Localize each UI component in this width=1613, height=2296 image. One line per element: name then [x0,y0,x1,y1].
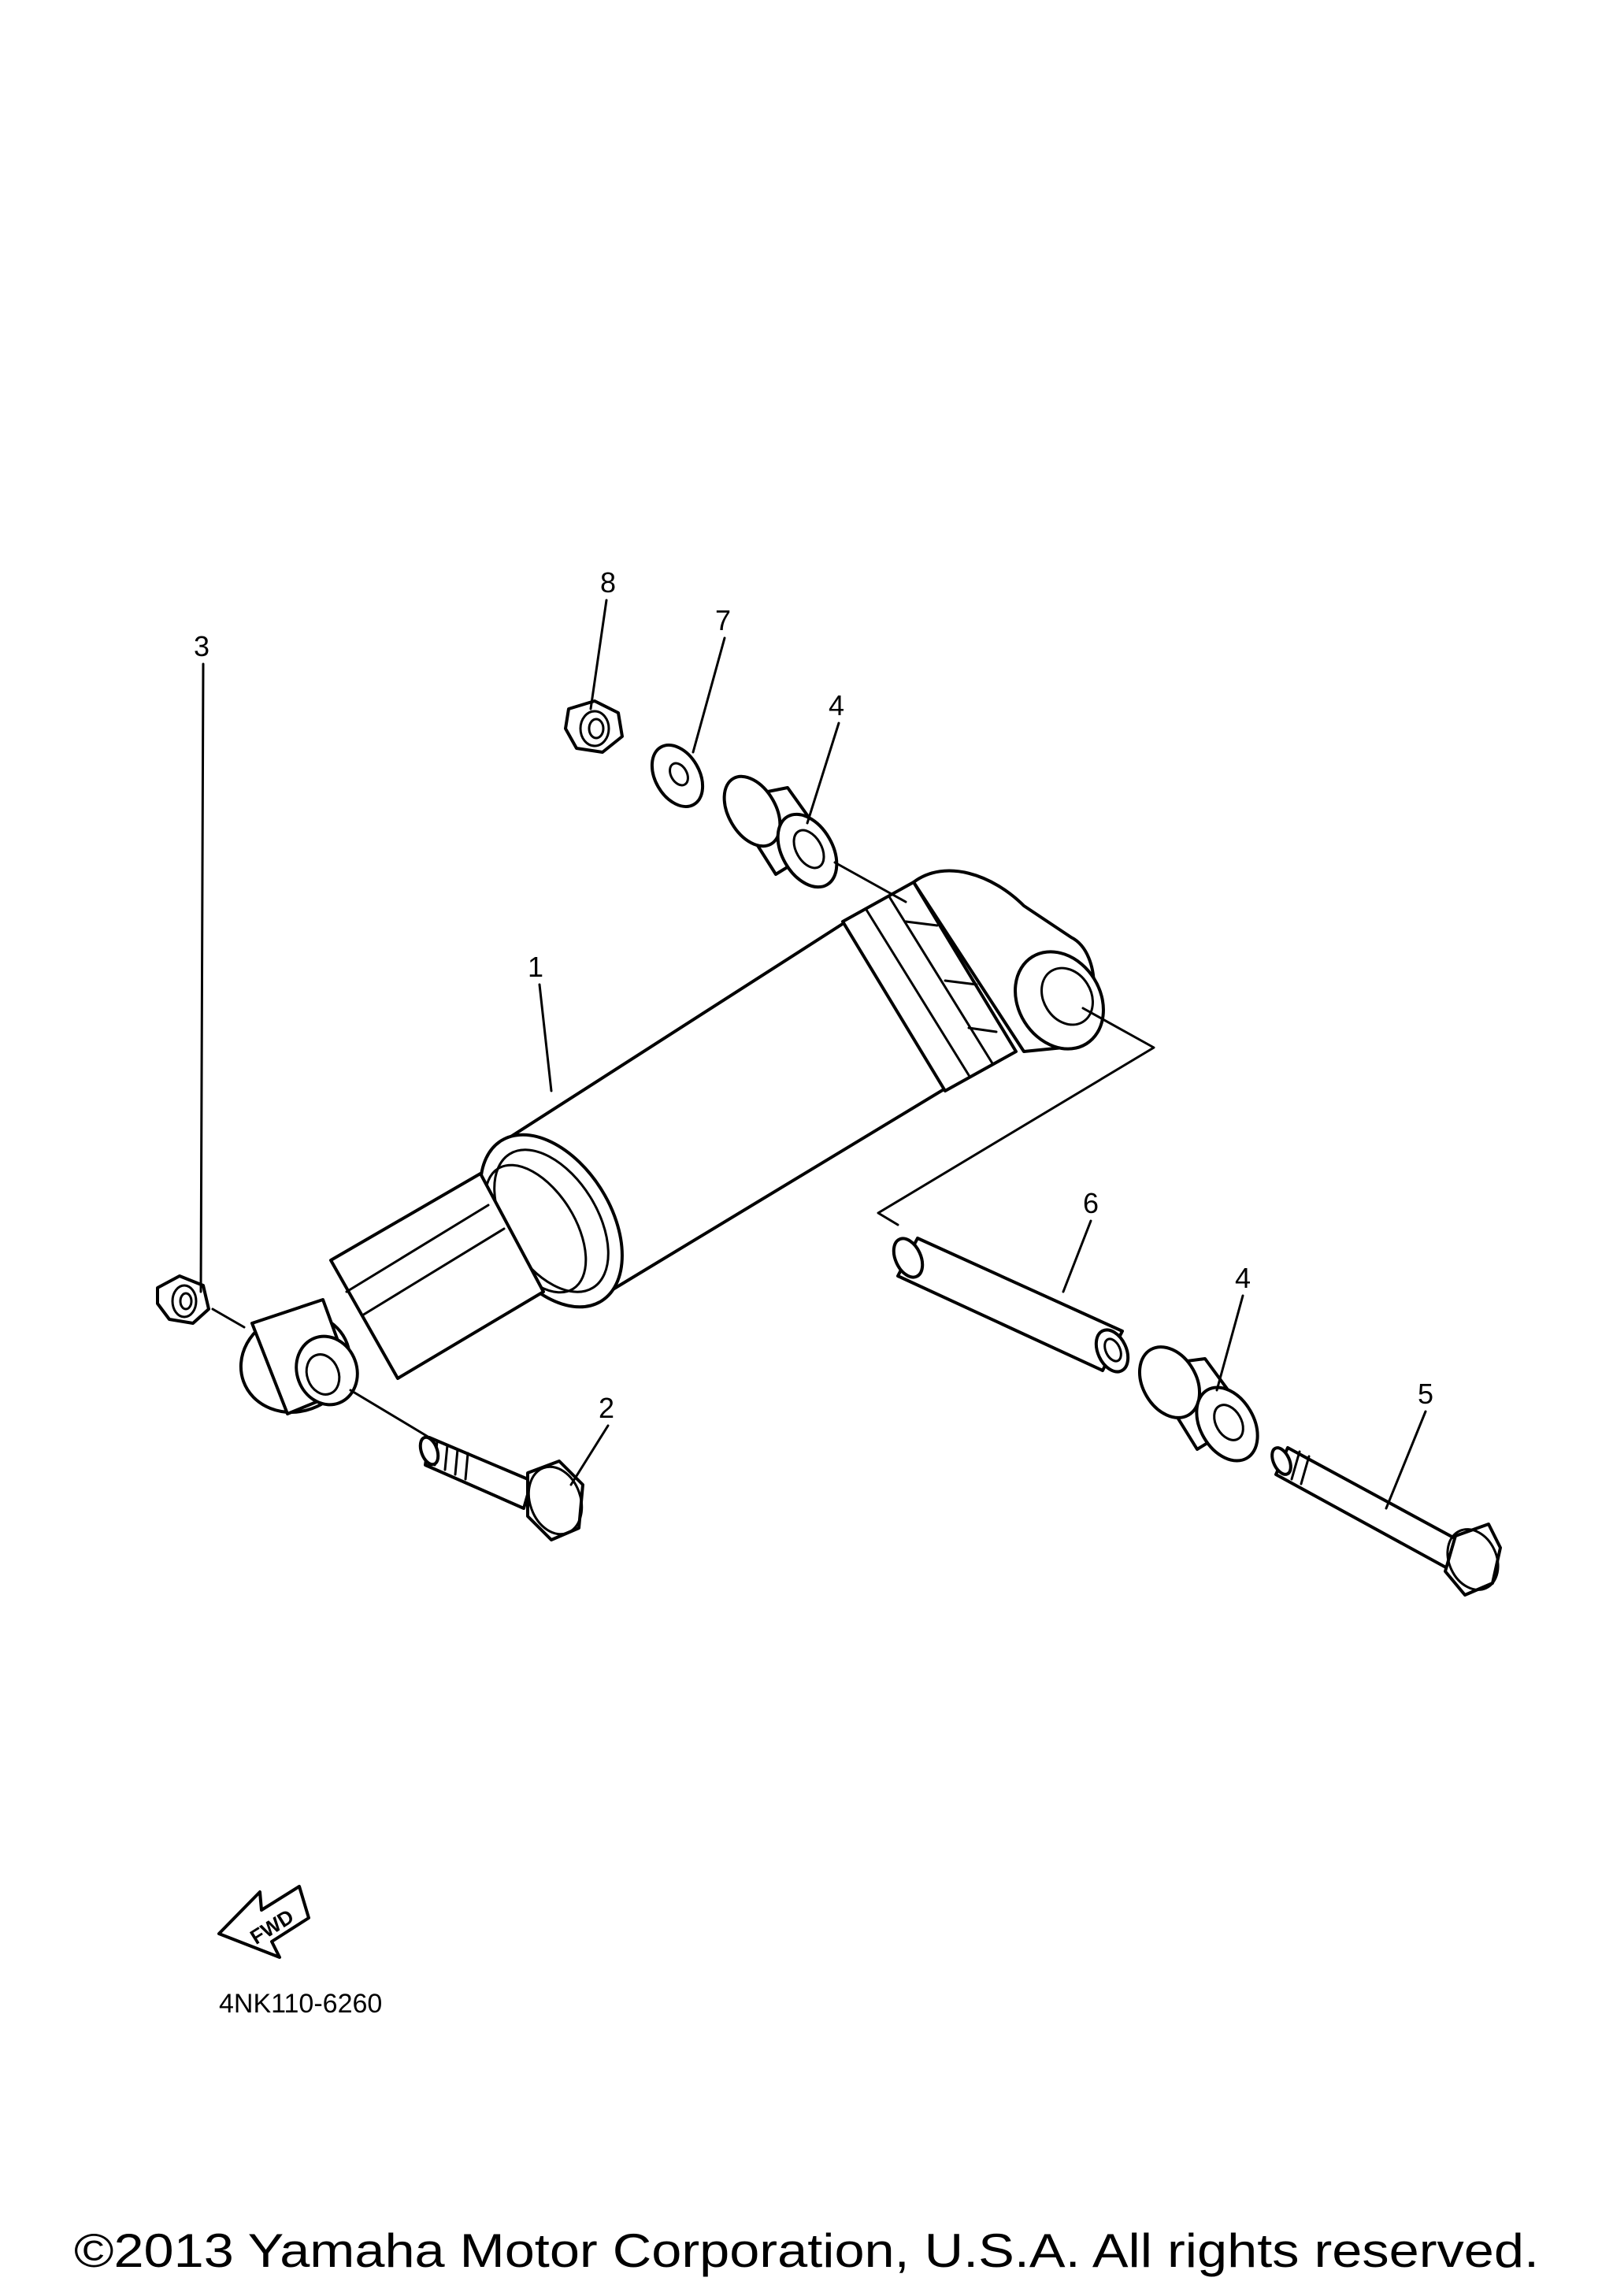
callout-3: 3 [194,630,210,662]
callout-1: 1 [528,951,543,983]
callout-4-upper: 4 [829,689,844,721]
callout-2: 2 [599,1392,614,1424]
copyright-notice: ©2013 Yamaha Motor Corporation, U.S.A. A… [74,2224,1539,2277]
diagram-code: 4NK110-6260 [219,1989,382,2019]
nut-part-8 [564,699,624,754]
callout-4-lower: 4 [1235,1262,1251,1294]
shock-absorber-part [239,869,1105,1415]
callout-8: 8 [600,566,616,599]
forward-direction-arrow-icon: FWD [217,1885,310,1959]
callout-7: 7 [715,604,731,636]
washer-part-7 [650,744,705,808]
collar-part-4-lower [1138,1345,1259,1463]
callout-leader-lines [199,599,1427,1510]
assembly-guide-lines [211,861,1155,1439]
long-bolt-part-5 [1270,1446,1502,1597]
nut-part-3 [156,1274,210,1325]
spacer-pipe-part-6 [892,1237,1130,1374]
callout-6: 6 [1083,1187,1099,1219]
callout-5: 5 [1418,1378,1433,1410]
bolt-part-2 [418,1435,584,1541]
collar-part-4-upper [722,774,839,889]
